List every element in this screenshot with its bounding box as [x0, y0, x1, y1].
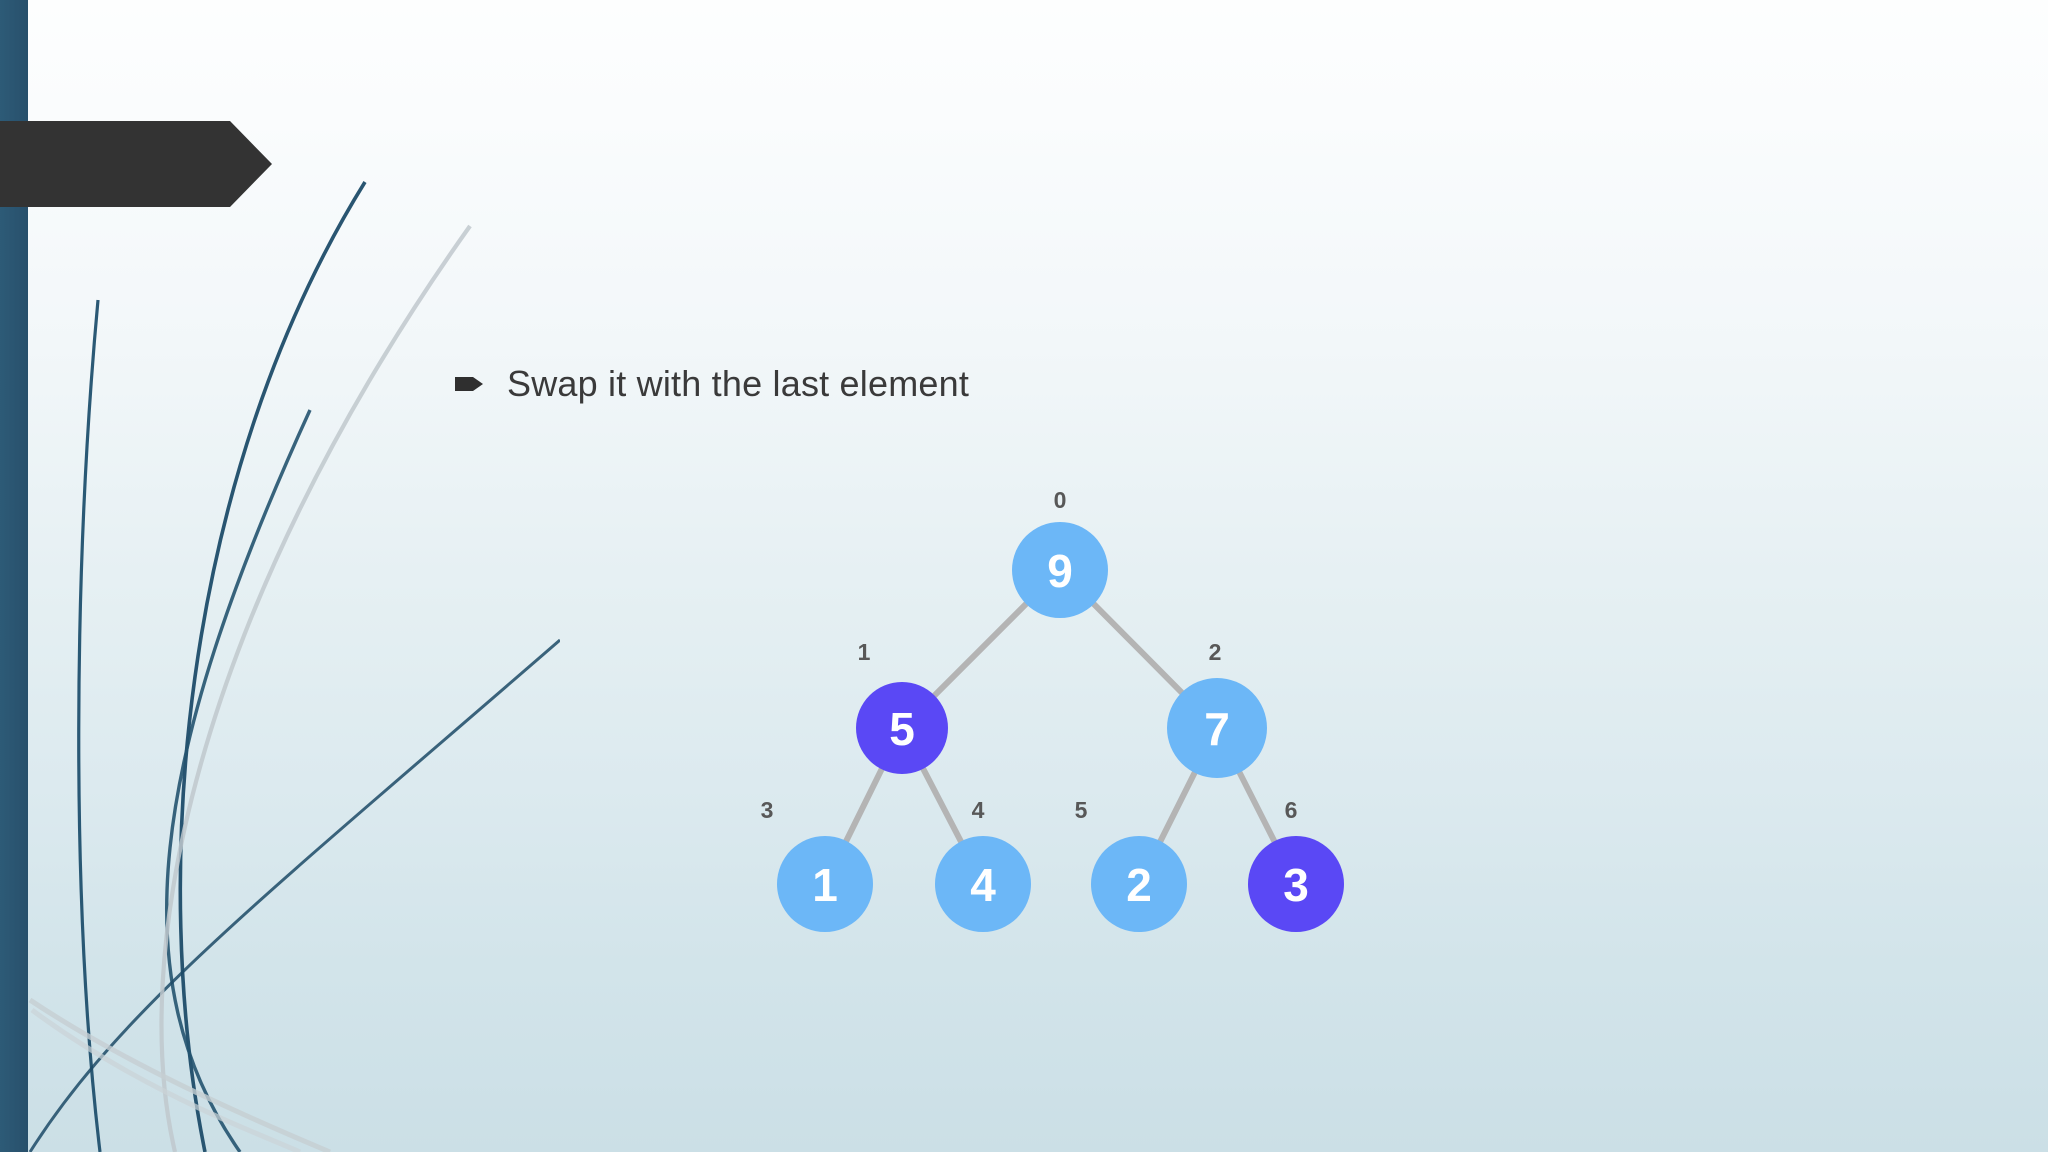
tree-node[interactable]: 13 [761, 797, 873, 932]
tree-node-index-label: 6 [1285, 797, 1298, 823]
tree-node[interactable]: 51 [856, 639, 948, 774]
tree-node-index-label: 1 [858, 639, 871, 665]
tree-edge [930, 599, 1031, 700]
tree-node-circle[interactable] [935, 836, 1031, 932]
chevron-banner [0, 121, 272, 207]
tree-node-value: 5 [889, 703, 915, 755]
bullet-text: Swap it with the last element [507, 363, 970, 404]
tree-edge [1235, 767, 1279, 846]
tree-node-circle[interactable] [777, 836, 873, 932]
tree-node-circle[interactable] [1091, 836, 1187, 932]
tree-edge [842, 764, 886, 846]
tree-node-index-label: 4 [972, 797, 985, 823]
tree-edge [1089, 599, 1187, 697]
tree-node-circle[interactable] [1167, 678, 1267, 778]
tree-node-value: 2 [1126, 859, 1152, 911]
bullet-row: Swap it with the last element [455, 363, 969, 405]
tree-node[interactable]: 25 [1075, 797, 1187, 932]
tree-edge [1156, 767, 1199, 846]
tree-node-index-label: 0 [1054, 487, 1067, 513]
pentagon-arrow-bullet-icon [455, 377, 483, 391]
tree-node-value: 7 [1204, 703, 1230, 755]
tree-node-circle[interactable] [1248, 836, 1344, 932]
tree-node[interactable]: 72 [1167, 639, 1267, 778]
tree-node-index-label: 2 [1209, 639, 1222, 665]
tree-node[interactable]: 44 [935, 797, 1031, 932]
tree-node-circle[interactable] [856, 682, 948, 774]
tree-node-value: 9 [1047, 545, 1073, 597]
tree-node-circle[interactable] [1012, 522, 1108, 618]
tree-node-value: 1 [812, 859, 838, 911]
tree-node[interactable]: 36 [1248, 797, 1344, 932]
tree-node[interactable]: 90 [1012, 487, 1108, 618]
tree-node-value: 4 [970, 859, 996, 911]
tree-edge [919, 764, 965, 847]
tree-node-value: 3 [1283, 859, 1309, 911]
tree-node-index-label: 3 [761, 797, 774, 823]
tree-node-index-label: 5 [1075, 797, 1088, 823]
